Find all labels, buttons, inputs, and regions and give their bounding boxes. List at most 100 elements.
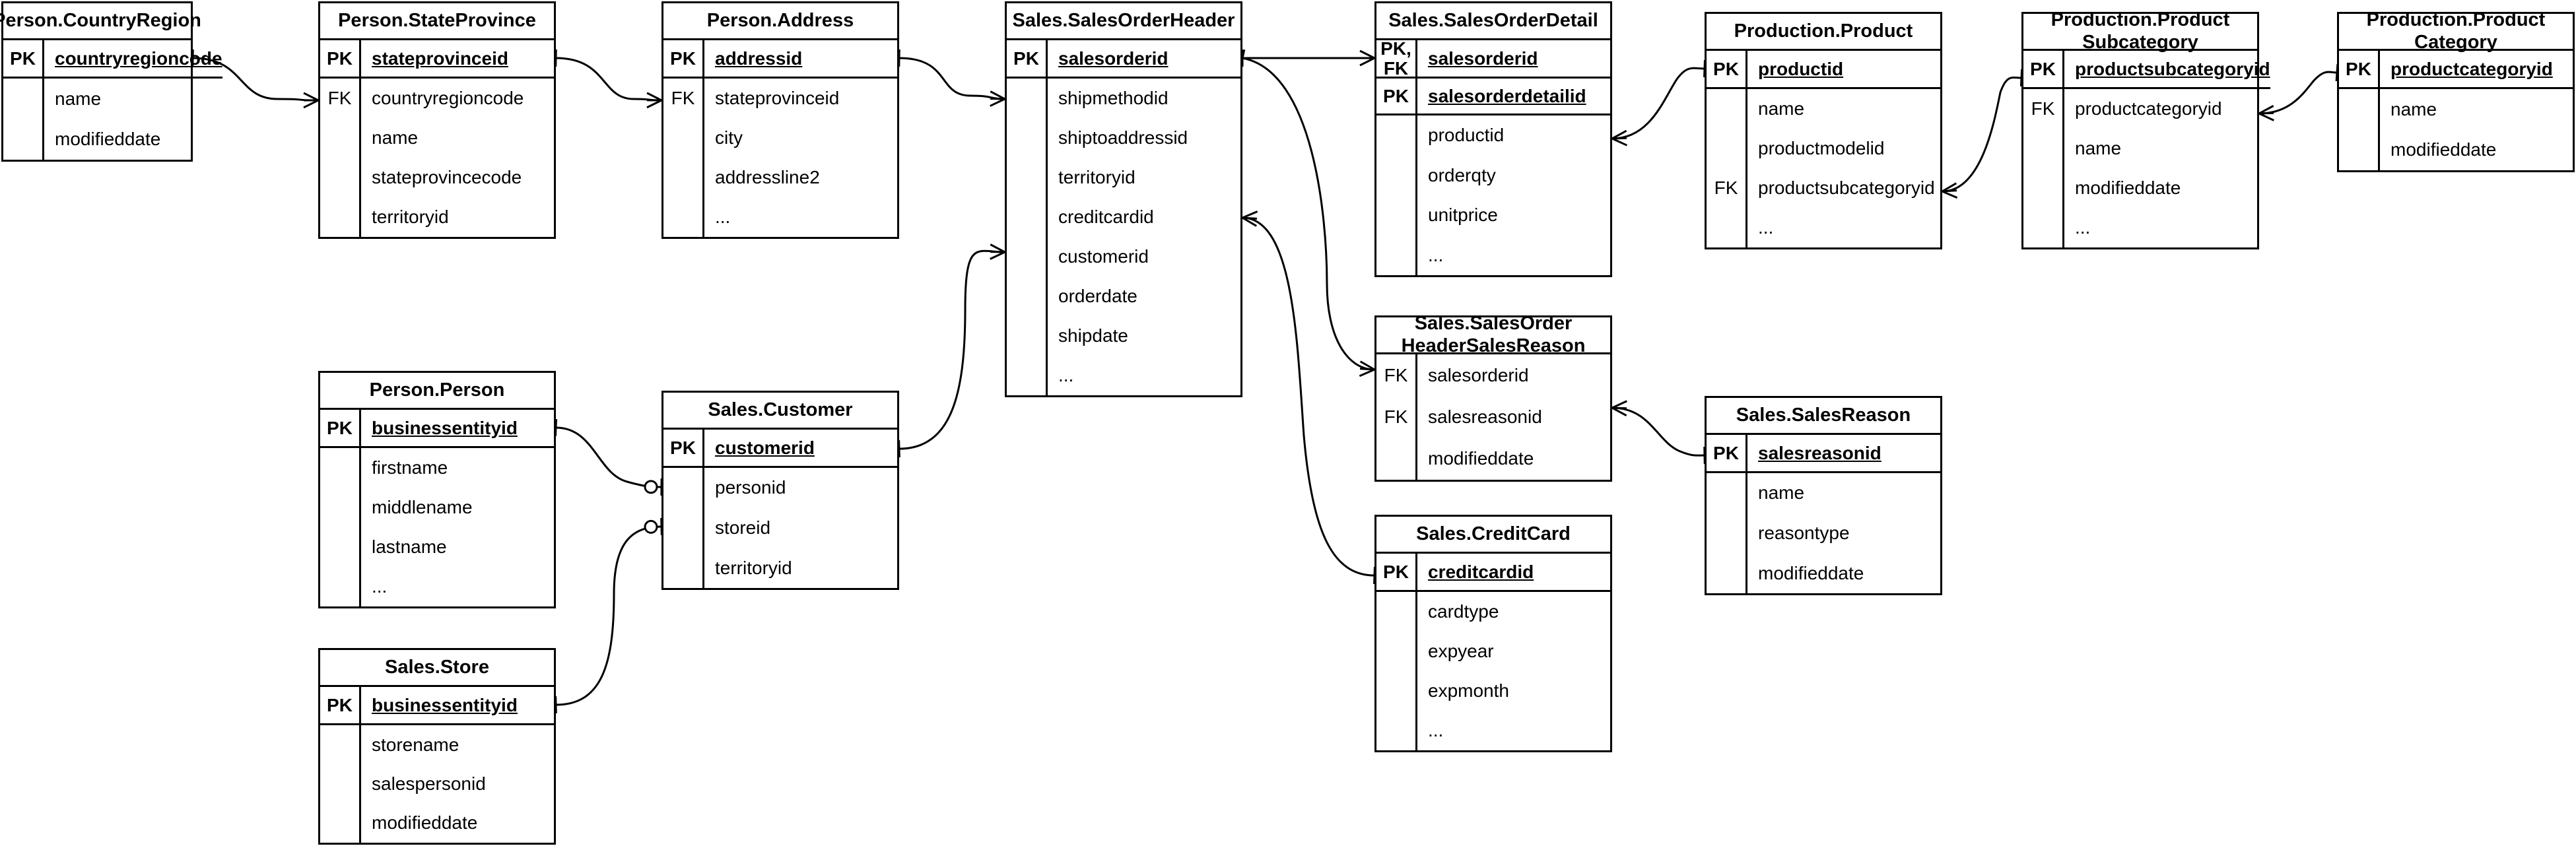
pk-field-row[interactable]: salesreasonid	[1747, 435, 1940, 473]
pk-field-row[interactable]: productcategoryid	[2380, 51, 2573, 89]
relationship-rel-productsubcategory-product[interactable]	[1942, 69, 2023, 199]
pk-field-row[interactable]: addressid	[704, 40, 897, 79]
field-row[interactable]: name	[1747, 473, 1940, 513]
pk-field-row[interactable]: creditcardid	[1417, 554, 1610, 592]
field-row[interactable]: name	[2380, 89, 2573, 130]
field-row[interactable]: ...	[1048, 356, 1240, 395]
field-row[interactable]: salesorderid	[1417, 354, 1610, 396]
pk-field-row[interactable]: salesorderdetailid	[1417, 79, 1610, 115]
field-row[interactable]: productcategoryid	[2064, 89, 2270, 129]
relationship-rel-salesorderheader-salesorderheadersalesreason[interactable]	[1239, 49, 1375, 377]
relationship-line	[1611, 67, 1705, 140]
field-row[interactable]: storename	[361, 725, 554, 764]
field-row[interactable]: city	[704, 118, 897, 158]
field-row[interactable]: modifieddate	[1417, 438, 1610, 480]
field-row[interactable]: lastname	[361, 527, 554, 567]
field-row[interactable]: modifieddate	[361, 804, 554, 843]
relationship-rel-person-customer[interactable]	[554, 418, 663, 496]
field-row[interactable]: orderdate	[1048, 277, 1240, 316]
relationship-rel-salesorderheader-creditcard[interactable]	[1242, 211, 1376, 585]
field-row[interactable]: territoryid	[361, 197, 554, 237]
pk-field-row[interactable]: stateprovinceid	[361, 40, 554, 79]
field-row[interactable]: cardtype	[1417, 592, 1610, 632]
field-row[interactable]: countryregioncode	[361, 79, 554, 118]
field-row[interactable]: unitprice	[1417, 195, 1610, 236]
field-row[interactable]: expyear	[1417, 632, 1610, 671]
relationship-rel-customer-salesorderheader[interactable]	[898, 244, 1005, 458]
relationship-rel-salesreason-salesorderheadersalesreason[interactable]	[1611, 400, 1706, 465]
relationship-rel-store-customer[interactable]	[555, 517, 663, 714]
field-row[interactable]: name	[361, 118, 554, 158]
field-row[interactable]: addressline2	[704, 158, 897, 197]
field-row[interactable]: productsubcategoryid	[1747, 168, 1940, 208]
field-row[interactable]: salespersonid	[361, 764, 554, 803]
field-row[interactable]: shipdate	[1048, 316, 1240, 356]
field-key-cell	[663, 468, 702, 508]
field-row[interactable]: modifieddate	[1747, 553, 1940, 593]
field-row[interactable]: storeid	[704, 508, 897, 548]
field-row[interactable]: shipmethodid	[1048, 79, 1240, 118]
field-row[interactable]: creditcardid	[1048, 197, 1240, 237]
pk-field-row[interactable]: salesorderid	[1417, 40, 1610, 79]
field-row[interactable]: firstname	[361, 448, 554, 488]
field-row[interactable]: stateprovincecode	[361, 158, 554, 197]
field-row[interactable]: ...	[2064, 208, 2270, 247]
relationship-rel-stateprovince-address[interactable]	[555, 49, 662, 109]
pk-field-row[interactable]: salesorderid	[1048, 40, 1240, 79]
field-row[interactable]: productid	[1417, 115, 1610, 156]
field-row[interactable]: expmonth	[1417, 671, 1610, 711]
relationship-rel-salesorderheader-salesorderdetail[interactable]	[1241, 49, 1375, 67]
field-row[interactable]: name	[1747, 89, 1940, 129]
field-row[interactable]: territoryid	[1048, 158, 1240, 197]
field-row[interactable]: ...	[704, 197, 897, 237]
field-key-cell	[320, 197, 359, 237]
field-row[interactable]: customerid	[1048, 237, 1240, 277]
field-row[interactable]: ...	[1417, 711, 1610, 750]
relationship-rel-product-salesorderdetail[interactable]	[1611, 59, 1706, 146]
field-row[interactable]: modifieddate	[2064, 168, 2270, 208]
field-row[interactable]: ...	[1417, 236, 1610, 276]
field-row[interactable]: modifieddate	[44, 119, 222, 160]
field-row[interactable]: salesreasonid	[1417, 396, 1610, 438]
field-row[interactable]: reasontype	[1747, 513, 1940, 554]
field-row[interactable]: stateprovinceid	[704, 79, 897, 118]
pk-field-row[interactable]: productsubcategoryid	[2064, 51, 2270, 89]
pk-field-row[interactable]: businessentityid	[361, 410, 554, 448]
relationship-rel-productcategory-productsubcategory[interactable]	[2258, 63, 2339, 121]
field-row[interactable]: middlename	[361, 488, 554, 527]
field-row[interactable]: personid	[704, 468, 897, 508]
field-row[interactable]: territoryid	[704, 548, 897, 588]
field-row[interactable]: ...	[361, 567, 554, 606]
field-row[interactable]: name	[2064, 129, 2270, 168]
field-row[interactable]: name	[44, 79, 222, 119]
field-row[interactable]: ...	[1747, 208, 1940, 247]
field-row[interactable]: productmodelid	[1747, 129, 1940, 168]
field-row[interactable]: modifieddate	[2380, 130, 2573, 171]
field-row[interactable]: shiptoaddressid	[1048, 118, 1240, 158]
pk-field-row[interactable]: countryregioncode	[44, 40, 222, 79]
relationship-rel-address-salesorderheader[interactable]	[898, 49, 1005, 107]
pk-field-row[interactable]: productid	[1747, 51, 1940, 89]
pk-field-row[interactable]: businessentityid	[361, 687, 554, 725]
field-row[interactable]: orderqty	[1417, 156, 1610, 196]
relationship-line	[1611, 407, 1705, 457]
field-key-cell	[2023, 208, 2062, 247]
pk-field-row[interactable]: customerid	[704, 430, 897, 468]
